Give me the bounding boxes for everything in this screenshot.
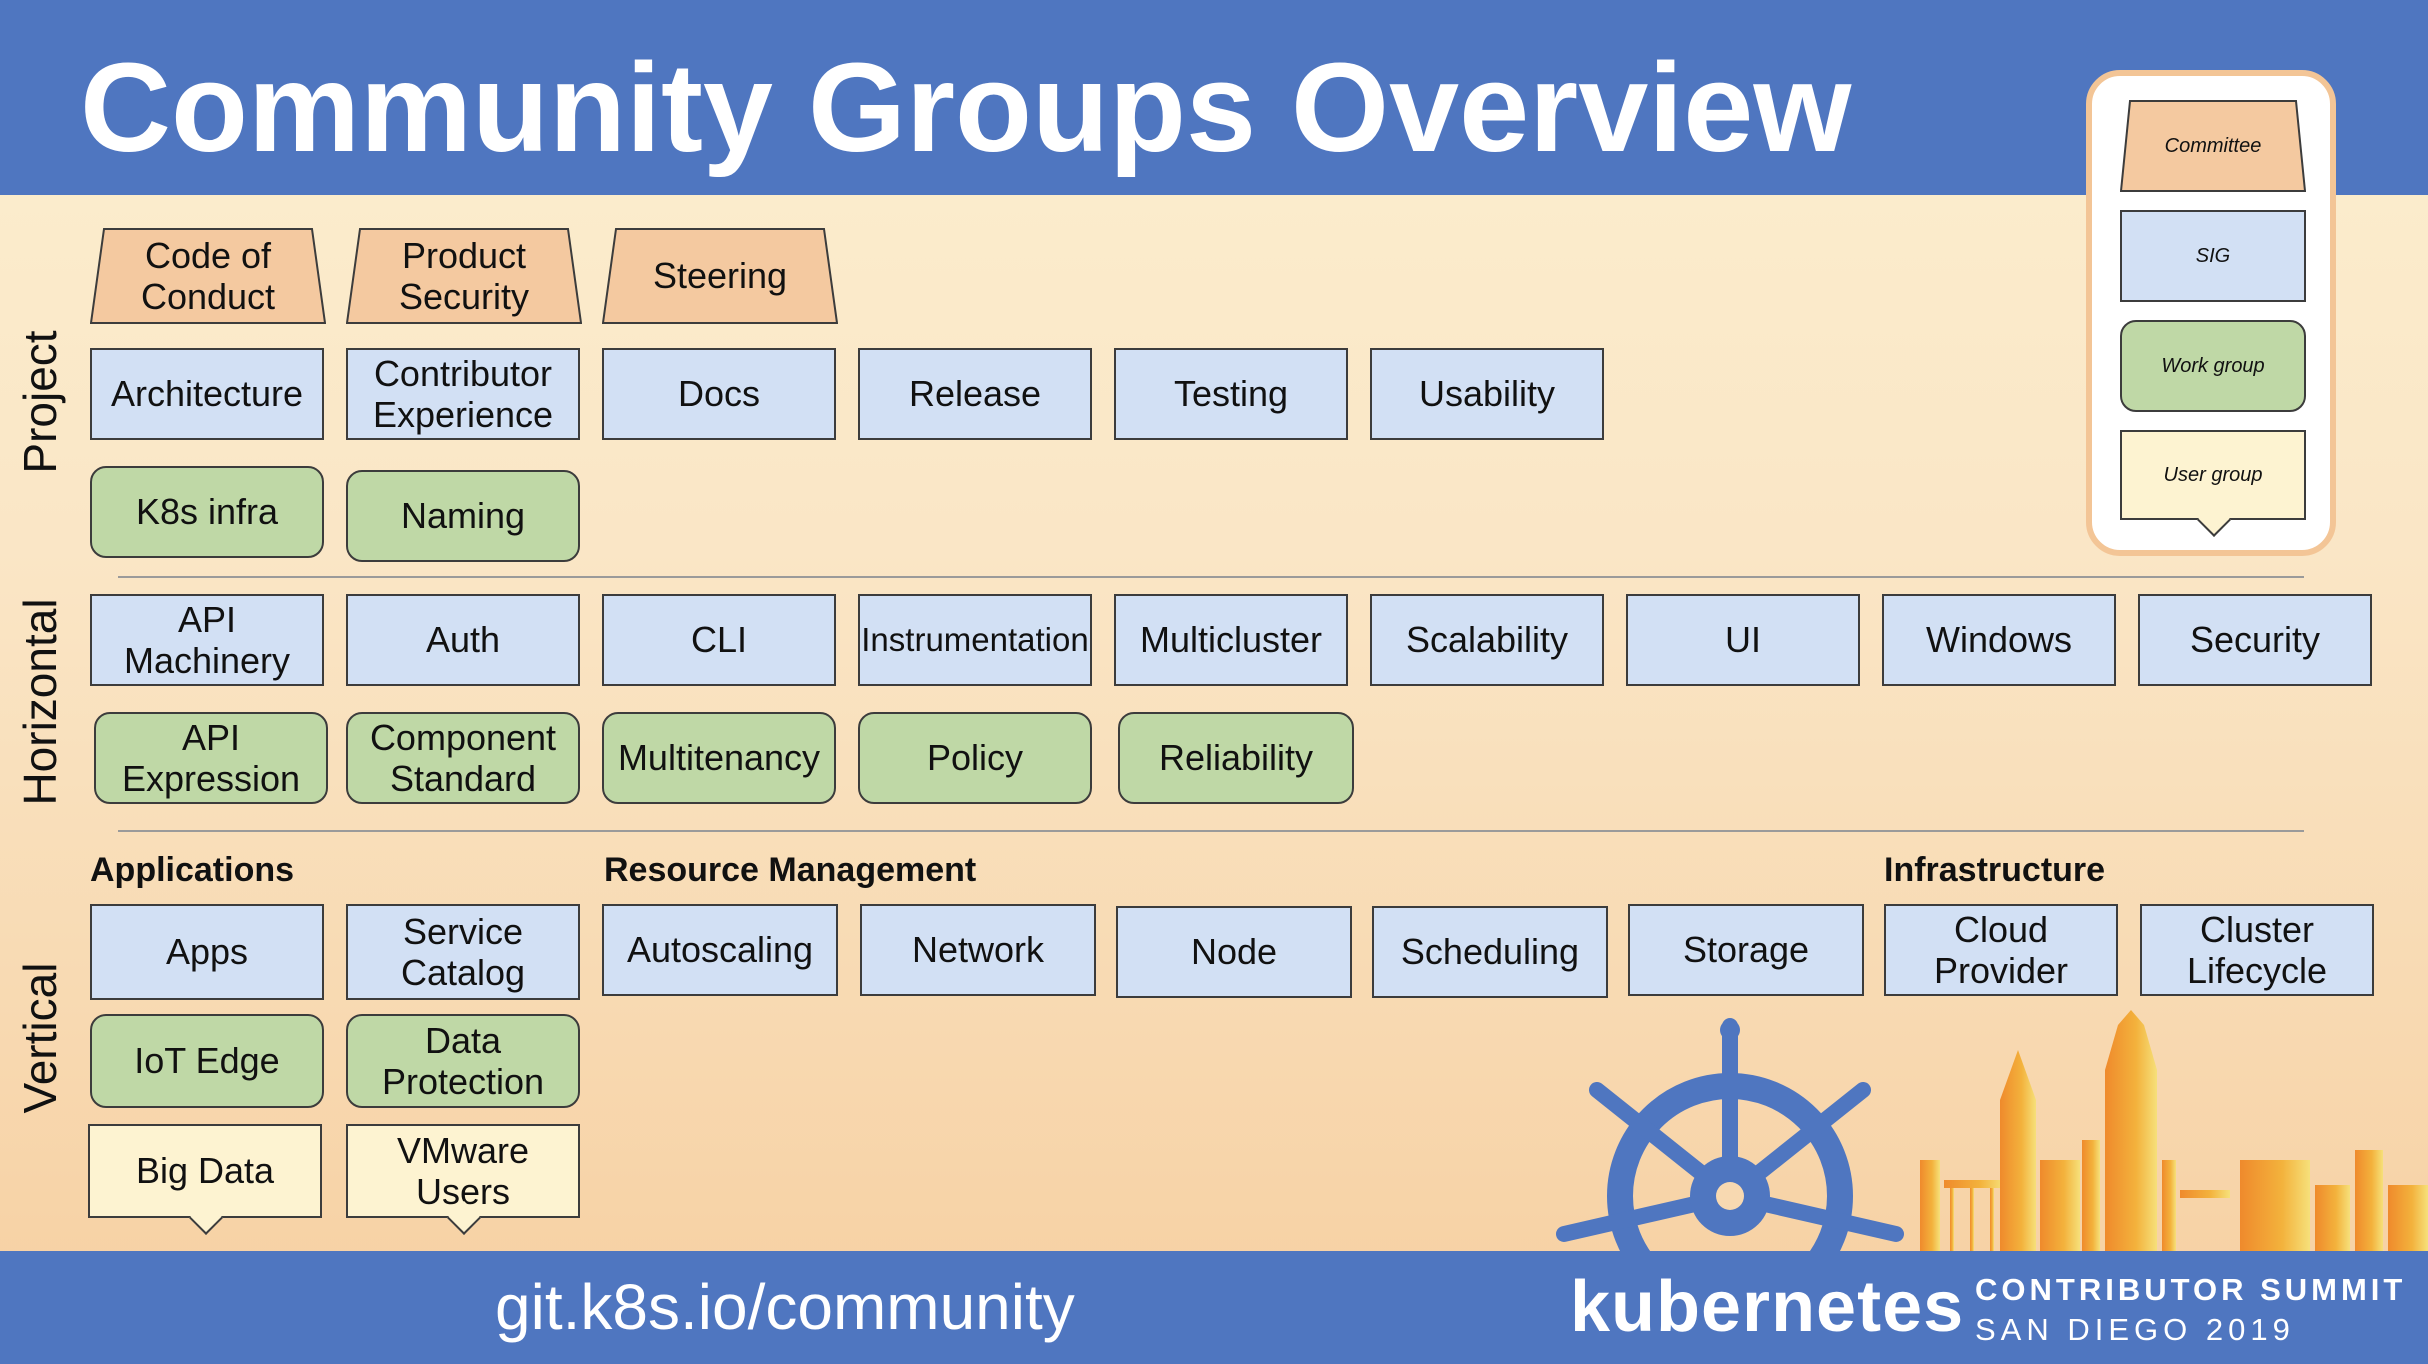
- header-bar: Community Groups Overview: [0, 0, 2428, 195]
- page-title: Community Groups Overview: [80, 37, 1852, 178]
- work-group-policy: Policy: [858, 712, 1092, 804]
- sig-usability: Usability: [1370, 348, 1604, 440]
- committee-code-of-conduct: Code of Conduct: [90, 228, 326, 324]
- legend-user-group-label: User group: [2163, 463, 2263, 486]
- sig-ui: UI: [1626, 594, 1860, 686]
- sig-windows: Windows: [1882, 594, 2116, 686]
- user-group-big-data: Big Data: [88, 1124, 322, 1218]
- committee-label: Steering: [652, 255, 788, 297]
- work-group-reliability: Reliability: [1118, 712, 1354, 804]
- committee-steering: Steering: [602, 228, 838, 324]
- kubernetes-helm-logo-icon: [1556, 1018, 1904, 1256]
- legend-committee-label: Committee: [2164, 134, 2262, 157]
- sig-multicluster: Multicluster: [1114, 594, 1348, 686]
- sig-cluster-lifecycle: Cluster Lifecycle: [2140, 904, 2374, 996]
- sig-instrumentation: Instrumentation: [858, 594, 1092, 686]
- group-heading-resource-management: Resource Management: [604, 851, 977, 889]
- work-group-naming: Naming: [346, 470, 580, 562]
- sig-autoscaling: Autoscaling: [602, 904, 838, 996]
- kubernetes-wordmark: kubernetes: [1570, 1267, 1965, 1347]
- sig-cli: CLI: [602, 594, 836, 686]
- sig-apps: Apps: [90, 904, 324, 1000]
- san-diego-skyline-icon: [1920, 1010, 2428, 1255]
- work-group-iot-edge: IoT Edge: [90, 1014, 324, 1108]
- sig-testing: Testing: [1114, 348, 1348, 440]
- section-divider: [118, 576, 2304, 578]
- work-group-k8s-infra: K8s infra: [90, 466, 324, 558]
- sig-contributor-experience: Contributor Experience: [346, 348, 580, 440]
- section-divider: [118, 830, 2304, 832]
- event-title: CONTRIBUTOR SUMMIT: [1975, 1272, 2407, 1307]
- legend-work-group-label: Work group: [2161, 354, 2265, 377]
- legend-work-group: Work group: [2120, 320, 2306, 412]
- group-heading-infrastructure: Infrastructure: [1884, 851, 2106, 889]
- sig-cloud-provider: Cloud Provider: [1884, 904, 2118, 996]
- committee-shape: [346, 228, 582, 324]
- committee-product-security: Product Security: [346, 228, 582, 324]
- legend-user-group: User group: [2120, 430, 2306, 520]
- section-label-horizontal: Horizontal: [14, 598, 66, 806]
- sig-auth: Auth: [346, 594, 580, 686]
- sig-node: Node: [1116, 906, 1352, 998]
- committee-shape: [2120, 100, 2306, 192]
- sig-network: Network: [860, 904, 1096, 996]
- work-group-component-standard: Component Standard: [346, 712, 580, 804]
- legend-committee: Committee: [2120, 100, 2306, 192]
- sig-scheduling: Scheduling: [1372, 906, 1608, 998]
- group-heading-applications: Applications: [90, 851, 295, 889]
- section-label-vertical: Vertical: [14, 962, 66, 1114]
- footer-bar: [0, 1251, 2428, 1364]
- work-group-api-expression: API Expression: [94, 712, 328, 804]
- community-link[interactable]: git.k8s.io/community: [495, 1271, 1075, 1343]
- work-group-multitenancy: Multitenancy: [602, 712, 836, 804]
- committee-label: Product Security: [398, 234, 530, 317]
- event-location: SAN DIEGO 2019: [1975, 1312, 2295, 1347]
- sig-release: Release: [858, 348, 1092, 440]
- sig-security: Security: [2138, 594, 2372, 686]
- committee-shape: [602, 228, 838, 324]
- sig-docs: Docs: [602, 348, 836, 440]
- committee-shape: [90, 228, 326, 324]
- sig-api-machinery: API Machinery: [90, 594, 324, 686]
- work-group-data-protection: Data Protection: [346, 1014, 580, 1108]
- user-group-vmware-users: VMware Users: [346, 1124, 580, 1218]
- sig-architecture: Architecture: [90, 348, 324, 440]
- sig-service-catalog: Service Catalog: [346, 904, 580, 1000]
- section-label-project: Project: [14, 330, 66, 474]
- sig-scalability: Scalability: [1370, 594, 1604, 686]
- legend-sig-label: SIG: [2195, 244, 2231, 267]
- legend-sig: SIG: [2120, 210, 2306, 302]
- sig-storage: Storage: [1628, 904, 1864, 996]
- committee-label: Code of Conduct: [140, 234, 276, 317]
